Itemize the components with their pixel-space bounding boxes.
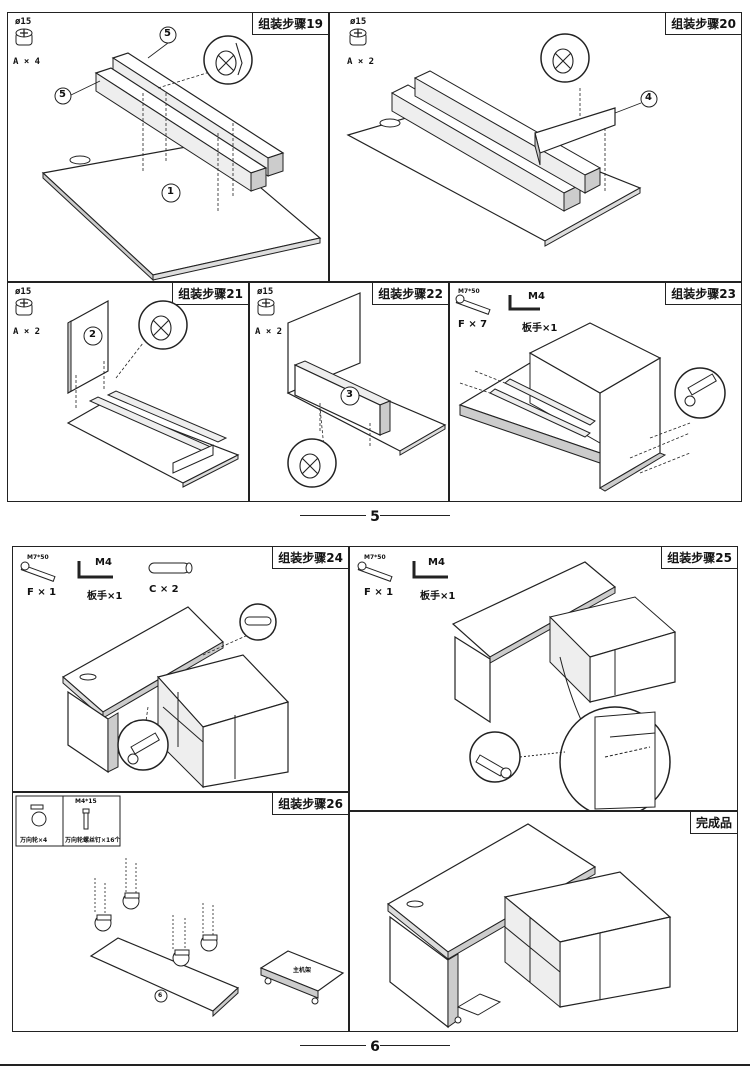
screw-size-label: M4*15 xyxy=(75,798,97,805)
cam-size-label: ø15 xyxy=(350,17,367,27)
caster-label: 万向轮×4 xyxy=(20,837,48,844)
callout-5-left: 5 xyxy=(59,89,66,100)
step-26-title: 组装步骤26 xyxy=(272,793,348,815)
step-26-panel: 组装步骤26 M4*15 xyxy=(12,792,349,1032)
wrench-size-label: M4 xyxy=(528,291,545,302)
screw-size-label: M7*50 xyxy=(27,554,49,561)
finished-title: 完成品 xyxy=(689,812,737,834)
dowel-icon xyxy=(148,562,193,574)
step-19-drawing xyxy=(15,28,322,281)
callout-6: 6 xyxy=(158,992,163,999)
step-26-drawing xyxy=(15,795,345,1018)
screw-icon xyxy=(82,808,90,830)
step-24-panel: 组装步骤24 M7*50 M4 xyxy=(12,546,349,792)
cam-size-label: ø15 xyxy=(15,287,32,297)
screw-icon xyxy=(357,561,393,582)
callout-3: 3 xyxy=(346,389,353,400)
screw-label: 万向轮螺丝钉×16个 xyxy=(65,837,121,844)
callout-4: 4 xyxy=(645,92,652,103)
step-21-panel: 组装步骤21 ø15 A × 2 2 xyxy=(7,282,249,502)
caster-icon xyxy=(30,804,47,827)
board-4 xyxy=(534,107,616,154)
step-24-title: 组装步骤24 xyxy=(272,547,348,569)
step-25-title: 组装步骤25 xyxy=(661,547,737,569)
step-20-title: 组装步骤20 xyxy=(665,13,741,35)
board-2 xyxy=(67,299,109,395)
screw-quantity: F × 1 xyxy=(27,587,57,598)
wrench-quantity: 板手×1 xyxy=(420,591,456,602)
step-19-title: 组装步骤19 xyxy=(252,13,328,35)
screw-icon xyxy=(455,294,491,315)
cam-quantity: A × 4 xyxy=(13,57,41,67)
wrench-size-label: M4 xyxy=(428,557,445,568)
finished-drawing xyxy=(386,823,672,1029)
step-25-panel: 组装步骤25 M7*50 M4 F xyxy=(349,546,738,811)
stand-label: 主机架 xyxy=(293,967,312,974)
step-20-panel: 组装步骤20 ø15 xyxy=(329,12,742,282)
callout-2: 2 xyxy=(89,329,96,340)
step-21-drawing xyxy=(15,298,240,488)
cam-lock-icon xyxy=(15,28,33,46)
step-22-drawing xyxy=(257,292,447,488)
screw-size-label: M7*50 xyxy=(458,288,480,295)
callout-5-top: 5 xyxy=(164,28,171,39)
wrench-quantity: 板手×1 xyxy=(87,591,123,602)
step-20-drawing xyxy=(346,28,658,247)
step-19-panel: 组装步骤19 ø15 xyxy=(7,12,329,282)
screw-icon xyxy=(20,561,56,582)
step-23-panel: 组装步骤23 M7*50 M4 xyxy=(449,282,742,502)
callout-1: 1 xyxy=(167,186,174,197)
dowel-quantity: C × 2 xyxy=(149,584,179,595)
step-22-panel: 组装步骤22 ø15 A × 2 3 xyxy=(249,282,449,502)
cam-lock-icon xyxy=(15,298,33,316)
step-25-drawing xyxy=(357,561,677,810)
finished-panel: 完成品 xyxy=(349,811,738,1032)
page-6: 组装步骤24 M7*50 M4 xyxy=(0,530,750,1067)
step-23-title: 组装步骤23 xyxy=(665,283,741,305)
wrench-size-label: M4 xyxy=(95,557,112,568)
cam-quantity: A × 2 xyxy=(255,327,283,337)
page-number-6: 6 xyxy=(0,1036,750,1056)
cam-size-label: ø15 xyxy=(15,17,32,27)
step-21-title: 组装步骤21 xyxy=(172,283,248,305)
page-footer-rule xyxy=(0,1064,750,1066)
cam-size-label: ø15 xyxy=(257,287,274,297)
page-number-5: 5 xyxy=(0,506,750,526)
page-5: 组装步骤19 ø15 xyxy=(0,0,750,530)
cam-lock-icon xyxy=(257,298,275,316)
screw-quantity: F × 1 xyxy=(364,587,394,598)
wrench-icon xyxy=(77,561,113,579)
cam-lock-icon xyxy=(349,28,367,46)
step-23-drawing xyxy=(455,294,726,492)
page-number: 5 xyxy=(366,509,384,525)
wrench-quantity: 板手×1 xyxy=(522,323,558,334)
step-24-drawing xyxy=(20,561,290,789)
page-number: 6 xyxy=(366,1039,384,1055)
wrench-icon xyxy=(508,295,540,311)
screw-size-label: M7*50 xyxy=(364,554,386,561)
screw-quantity: F × 7 xyxy=(458,319,488,330)
wrench-icon xyxy=(412,561,448,579)
step-22-title: 组装步骤22 xyxy=(372,283,448,305)
cam-quantity: A × 2 xyxy=(13,327,41,337)
cam-quantity: A × 2 xyxy=(347,57,375,67)
